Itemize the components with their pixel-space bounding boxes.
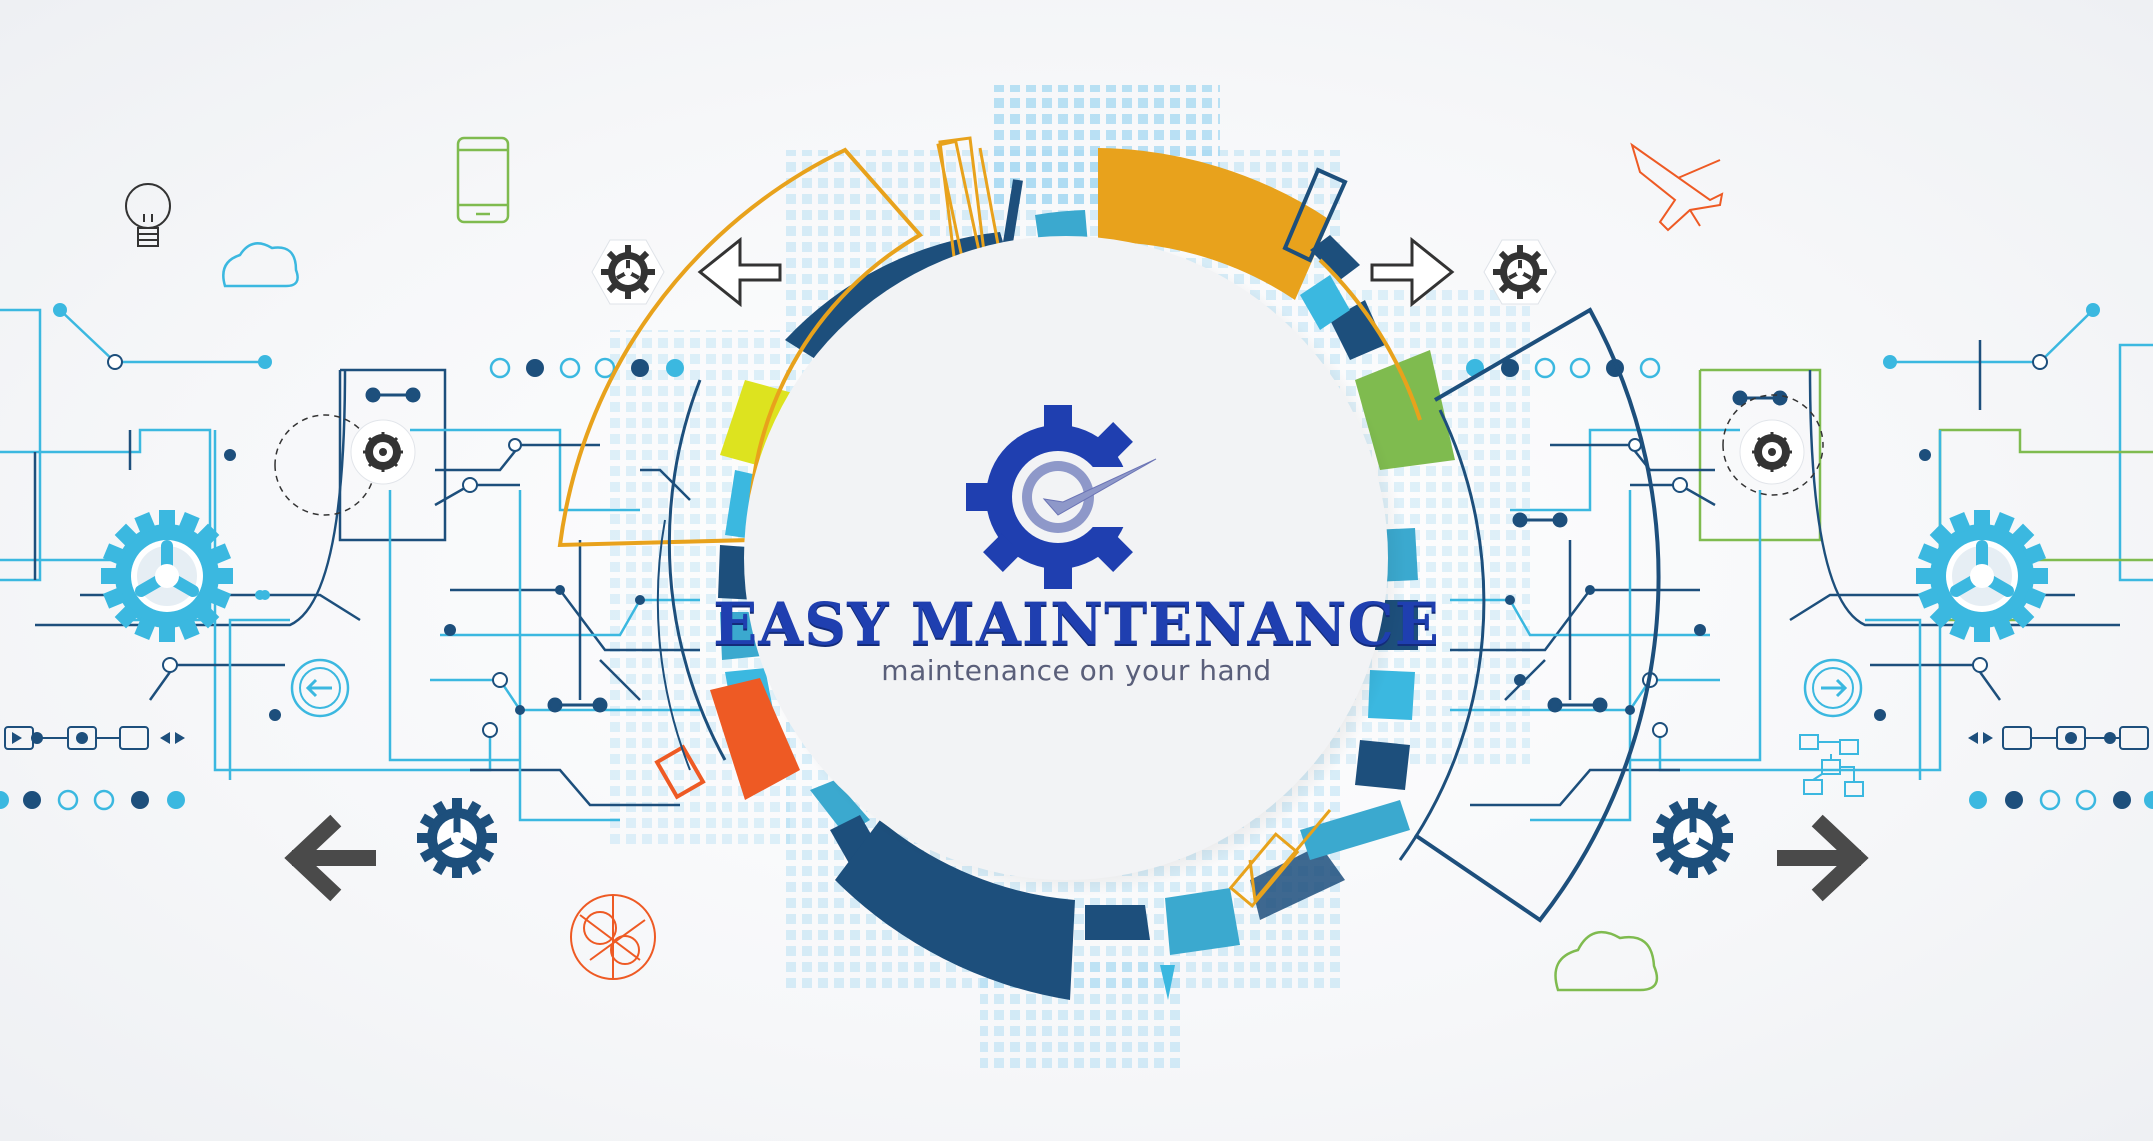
arrow-left-icon [284, 814, 376, 902]
gear-icon [349, 418, 417, 486]
gear-icon [101, 510, 233, 642]
lightbulb-icon [125, 183, 171, 247]
arrow-left-icon [697, 236, 782, 308]
network-globe-icon [570, 894, 656, 980]
cloud-icon [222, 242, 299, 288]
gear-icon [1653, 798, 1733, 878]
right-circuitry [1450, 303, 2153, 822]
smartphone-icon [456, 136, 510, 224]
cloud-icon [1554, 930, 1659, 992]
arrow-right-icon [1777, 814, 1869, 902]
left-circuitry [0, 303, 700, 822]
gear-check-logo-icon [966, 405, 1158, 589]
gear-icon [417, 798, 497, 878]
arrow-right-icon [1803, 658, 1863, 718]
circuit-board-icon [1799, 734, 1864, 797]
airplane-icon [1630, 142, 1724, 232]
arrow-left-icon [290, 658, 350, 718]
gear-icon [590, 238, 666, 306]
gear-icon [1916, 510, 2048, 642]
gear-icon [1738, 418, 1806, 486]
arrow-right-icon [1370, 236, 1455, 308]
